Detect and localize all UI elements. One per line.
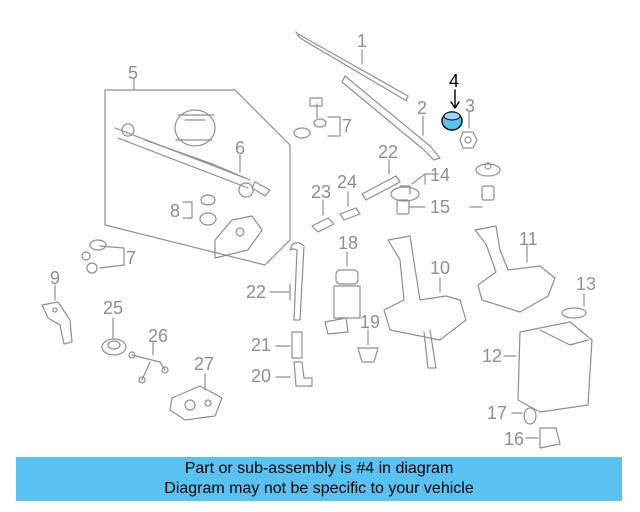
check-valve-part <box>339 191 361 221</box>
callout-4[interactable]: 4 <box>449 71 460 91</box>
motor-bracket-part <box>169 373 223 421</box>
washer-hose-part <box>269 242 305 321</box>
wiper-arm-part <box>341 75 441 161</box>
callout-20[interactable]: 20 <box>251 366 272 386</box>
level-sensor-grommet-part <box>511 407 537 425</box>
callout-10[interactable]: 10 <box>430 258 451 278</box>
callout-7-lower[interactable]: 7 <box>126 248 137 268</box>
callout-17[interactable]: 17 <box>487 403 508 423</box>
callout-25[interactable]: 25 <box>103 298 124 318</box>
washer-pump-part <box>324 251 361 335</box>
callout-1[interactable]: 1 <box>357 31 368 51</box>
banner-line-2: Diagram may not be specific to your vehi… <box>164 480 474 497</box>
callout-5[interactable]: 5 <box>128 63 139 83</box>
callout-22-upper[interactable]: 22 <box>378 142 399 162</box>
callout-22-lower[interactable]: 22 <box>246 282 267 302</box>
hose-sleeve-part <box>275 331 303 359</box>
linkage-pin-part <box>239 154 271 197</box>
callout-14[interactable]: 14 <box>430 165 451 185</box>
callout-27[interactable]: 27 <box>194 354 215 374</box>
callout-23[interactable]: 23 <box>311 182 332 202</box>
callout-24[interactable]: 24 <box>337 172 358 192</box>
elbow-fitting-part <box>275 361 313 387</box>
seal-ring-part <box>561 293 587 319</box>
reservoir-neck-part <box>383 235 467 369</box>
hose-connector-part <box>311 199 335 233</box>
callout-21[interactable]: 21 <box>251 335 272 355</box>
callout-8[interactable]: 8 <box>170 201 181 221</box>
info-banner: Part or sub-assembly is #4 in diagram Di… <box>16 457 622 501</box>
callout-12[interactable]: 12 <box>482 346 503 366</box>
level-sensor-part <box>525 427 561 449</box>
callout-18[interactable]: 18 <box>338 233 359 253</box>
banner-line-1: Part or sub-assembly is #4 in diagram <box>184 460 454 477</box>
nozzle-hose-part <box>361 159 401 201</box>
bolt-washer-part-lower <box>81 239 125 274</box>
nozzle-part <box>390 162 501 202</box>
bushing-part <box>182 194 217 226</box>
callout-19[interactable]: 19 <box>360 312 381 332</box>
bolt-washer-part-upper <box>293 97 341 139</box>
callout-7-upper[interactable]: 7 <box>342 116 353 136</box>
reservoir-neck-part-alt <box>474 225 556 313</box>
cap-part-highlighted <box>441 89 463 131</box>
pump-grommet-part <box>357 329 379 363</box>
nozzle-cap-part <box>396 185 495 215</box>
callout-2[interactable]: 2 <box>417 98 428 118</box>
reservoir-tank-part <box>503 321 593 413</box>
connector-hose-part <box>128 341 169 384</box>
callout-15[interactable]: 15 <box>430 197 451 217</box>
linkage-assembly-part <box>104 77 291 266</box>
bracket-part <box>41 284 73 345</box>
callout-26[interactable]: 26 <box>148 326 169 346</box>
exploded-parts-diagram <box>41 31 593 449</box>
callout-11[interactable]: 11 <box>519 229 538 249</box>
mount-bracket-part <box>214 215 263 259</box>
callout-16[interactable]: 16 <box>504 429 525 449</box>
callout-6[interactable]: 6 <box>235 138 246 158</box>
grommet-part <box>101 317 127 356</box>
callout-13[interactable]: 13 <box>576 274 597 294</box>
callout-9[interactable]: 9 <box>50 268 61 288</box>
callout-3[interactable]: 3 <box>465 96 476 116</box>
wiper-blade-part <box>295 31 409 102</box>
nut-part <box>459 111 478 149</box>
